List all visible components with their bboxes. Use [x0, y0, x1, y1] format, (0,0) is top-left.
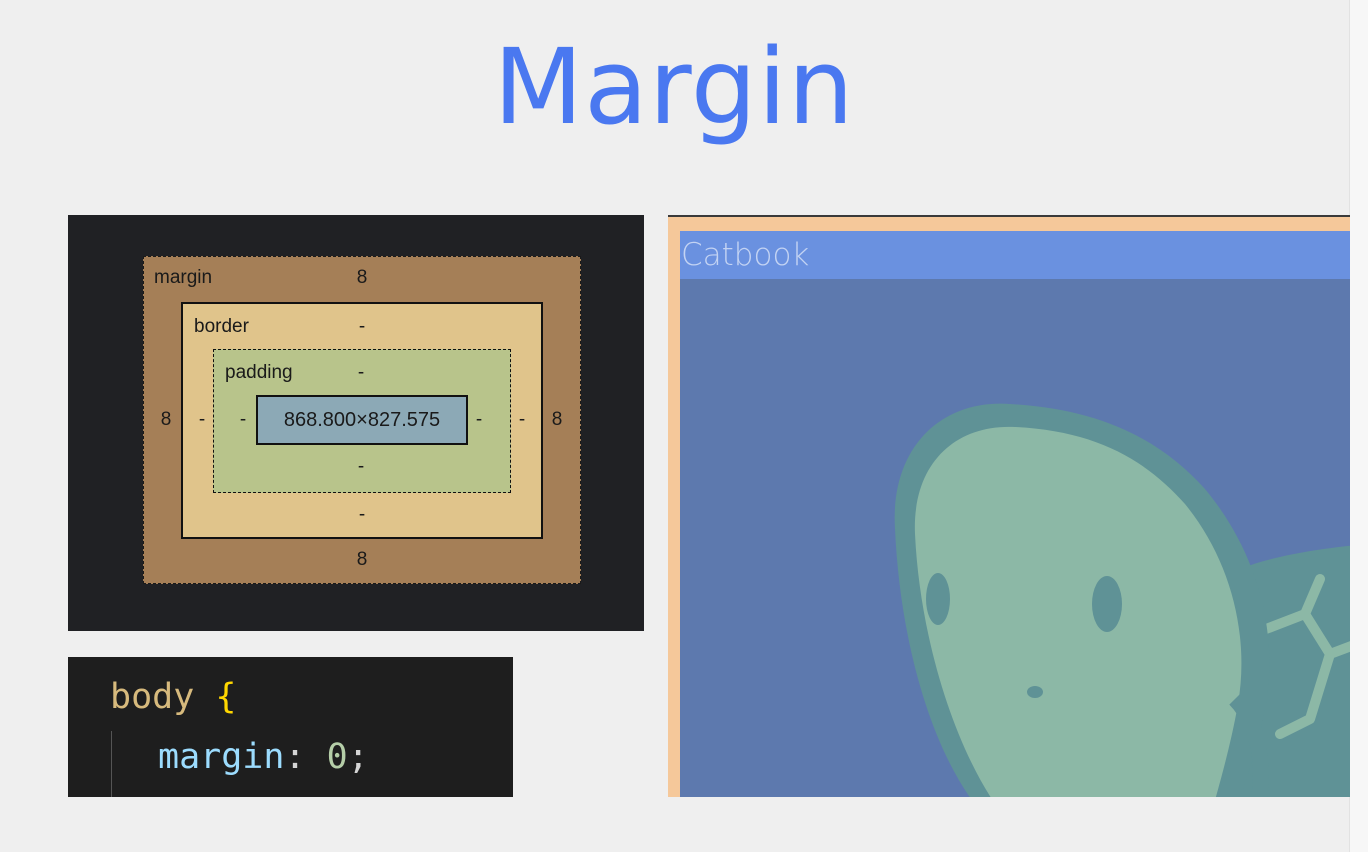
code-line-selector: body { [110, 677, 236, 717]
border-top-value[interactable]: - [358, 316, 366, 337]
code-value: 0 [326, 737, 348, 777]
border-label: border [194, 316, 249, 337]
code-colon: : [284, 737, 306, 777]
code-open-brace: { [215, 677, 237, 717]
catbook-navbar: Catbook [680, 231, 1350, 279]
vertical-scrollbar[interactable] [1349, 0, 1368, 852]
box-model-border[interactable]: border - - - - padding - - - - 868.800×8… [181, 302, 543, 539]
slide-title: Margin [493, 26, 855, 148]
margin-bottom-value[interactable]: 8 [356, 549, 368, 570]
border-left-value[interactable]: - [198, 409, 206, 430]
border-bottom-value[interactable]: - [358, 504, 366, 525]
content-size-value[interactable]: 868.800×827.575 [283, 409, 441, 431]
navbar-title[interactable]: Catbook [681, 237, 810, 273]
box-model-padding[interactable]: padding - - - - 868.800×827.575 [213, 349, 511, 493]
catbook-page-body: Catbook [680, 231, 1350, 797]
code-semicolon: ; [347, 737, 369, 777]
code-selector: body [110, 677, 195, 717]
padding-label: padding [225, 362, 293, 383]
padding-left-value[interactable]: - [239, 409, 247, 430]
margin-top-value[interactable]: 8 [356, 267, 368, 288]
box-model-content[interactable]: 868.800×827.575 [256, 395, 468, 445]
margin-label: margin [154, 267, 213, 288]
code-snippet-panel: body { margin: 0; [68, 657, 513, 797]
cat-character-image [894, 403, 1350, 797]
box-model-margin[interactable]: margin 8 8 8 8 border - - - - padding - … [143, 256, 581, 584]
padding-bottom-value[interactable]: - [357, 456, 365, 477]
padding-right-value[interactable]: - [475, 409, 483, 430]
padding-top-value[interactable]: - [357, 362, 365, 383]
margin-left-value[interactable]: 8 [160, 409, 172, 430]
box-model-panel: margin 8 8 8 8 border - - - - padding - … [68, 215, 644, 631]
code-line-declaration: margin: 0; [158, 737, 369, 777]
border-right-value[interactable]: - [518, 409, 526, 430]
code-property: margin [158, 737, 285, 777]
margin-right-value[interactable]: 8 [551, 409, 563, 430]
catbook-preview: Catbook [668, 215, 1350, 797]
indent-guide [111, 731, 112, 797]
